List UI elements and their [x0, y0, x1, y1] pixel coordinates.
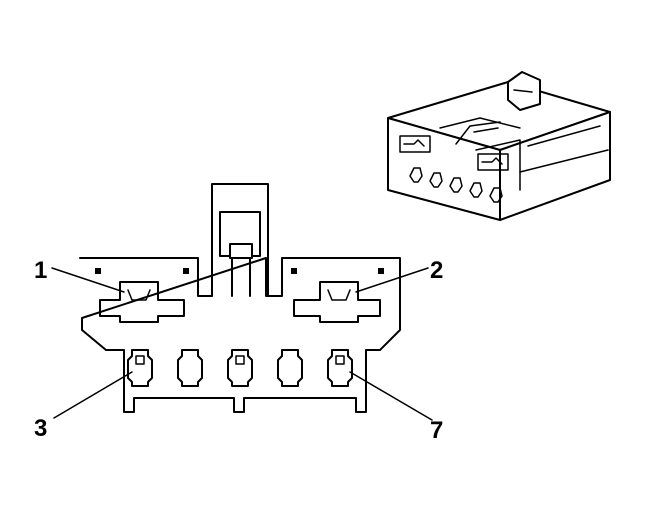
connector-isometric-view — [387, 71, 611, 221]
cavity-pin-2 — [293, 281, 381, 323]
small-terminal-cavities — [127, 349, 353, 387]
cavity-pin-1 — [99, 281, 185, 323]
callout-label-3: 3 — [34, 415, 47, 442]
connector-front-view — [79, 183, 401, 413]
callout-label-1: 1 — [34, 257, 47, 284]
callout-label-7: 7 — [430, 417, 443, 444]
callout-leaders — [51, 267, 433, 421]
iso-terminal-cavities — [409, 167, 503, 203]
callout-label-2: 2 — [430, 257, 443, 284]
